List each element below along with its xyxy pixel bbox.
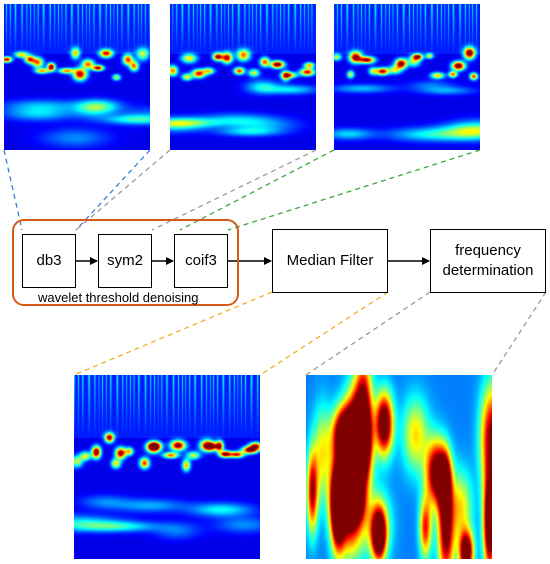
connector-sym2-right — [151, 149, 317, 231]
connector-db3-left — [3, 149, 23, 231]
connector-freq-left — [305, 291, 431, 376]
connector-sym2-left — [75, 149, 171, 231]
block-frequency-line1: frequency — [455, 241, 521, 259]
block-frequency-determination: frequency determination — [430, 229, 546, 293]
scalogram-frequency-determination — [306, 375, 492, 559]
scalogram-median-filter — [74, 375, 260, 559]
block-median-filter: Median Filter — [272, 229, 388, 293]
connector-db3-right — [75, 149, 151, 231]
scalogram-coif3 — [334, 4, 480, 150]
connector-median-right — [259, 291, 389, 376]
block-db3: db3 — [22, 234, 76, 288]
connector-freq-right — [491, 291, 547, 376]
wavelet-denoising-group — [12, 219, 239, 306]
block-sym2: sym2 — [98, 234, 152, 288]
scalogram-sym2 — [170, 4, 316, 150]
wavelet-denoising-label: wavelet threshold denoising — [38, 290, 199, 305]
connector-coif3-left — [179, 149, 335, 231]
connector-coif3-right — [227, 149, 481, 231]
block-frequency-line2: determination — [442, 262, 534, 279]
scalogram-db3 — [4, 4, 150, 150]
block-coif3: coif3 — [174, 234, 228, 288]
